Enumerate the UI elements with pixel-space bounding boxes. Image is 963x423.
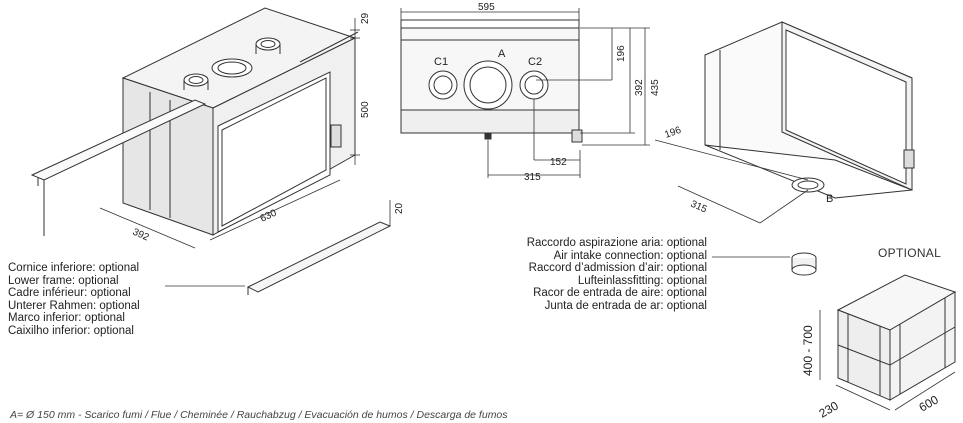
dim-196-right: 196 bbox=[663, 125, 683, 141]
dim-196-front: 196 bbox=[616, 45, 627, 62]
lower-frame-line: Cornice inferiore: optional bbox=[8, 262, 140, 274]
label-b: B bbox=[826, 193, 833, 205]
dim-595: 595 bbox=[478, 2, 495, 13]
dim-20: 20 bbox=[394, 202, 405, 214]
air-intake-line: Raccordo aspirazione aria: optional bbox=[526, 237, 707, 249]
dim-315-right: 315 bbox=[689, 199, 709, 216]
dim-600: 600 bbox=[917, 392, 942, 414]
dim-500: 500 bbox=[360, 101, 371, 118]
air-intake-fitting bbox=[712, 252, 817, 276]
label-c1: C1 bbox=[434, 56, 448, 68]
dim-392-front: 392 bbox=[634, 79, 645, 96]
lower-frame-line: Caixilho inferior: optional bbox=[8, 324, 134, 337]
lower-frame-line: Cadre inférieur: optional bbox=[8, 287, 131, 300]
lower-frame-rail bbox=[246, 200, 392, 295]
lower-frame-caption: Cornice inferiore: optional Lower frame:… bbox=[8, 262, 140, 338]
dimension-lines-left bbox=[99, 18, 360, 249]
dimension-lines-front bbox=[400, 8, 650, 178]
air-intake-line: Air intake connection: optional bbox=[553, 249, 707, 262]
dim-152: 152 bbox=[550, 157, 567, 168]
air-intake-line: Lufteinlassfitting: optional bbox=[577, 274, 707, 287]
footer-note: A= Ø 150 mm - Scarico fumi / Flue / Chem… bbox=[10, 409, 508, 421]
air-intake-line: Racor de entrada de aire: optional bbox=[533, 287, 707, 300]
label-c2: C2 bbox=[528, 56, 542, 68]
optional-stand bbox=[819, 274, 957, 411]
label-a: A bbox=[498, 48, 506, 60]
dim-400-700: 400 - 700 bbox=[801, 325, 815, 376]
lower-frame-line: Marco inferior: optional bbox=[8, 312, 125, 325]
optional-title: OPTIONAL bbox=[878, 246, 942, 260]
air-intake-line: Junta de entrada de ar: optional bbox=[544, 299, 707, 312]
dim-29: 29 bbox=[360, 12, 371, 24]
dimension-lines-right bbox=[654, 139, 809, 224]
fireplace-isometric-left bbox=[30, 7, 359, 236]
air-intake-caption: Raccordo aspirazione aria: optional Air … bbox=[495, 237, 707, 313]
fireplace-front-view bbox=[400, 19, 583, 143]
dim-392-left: 392 bbox=[131, 227, 151, 244]
dim-230: 230 bbox=[817, 398, 842, 420]
dim-315-front: 315 bbox=[524, 172, 541, 183]
dim-435: 435 bbox=[650, 79, 661, 96]
air-intake-line: Raccord d’admission d’air: optional bbox=[528, 262, 707, 275]
lower-frame-line: Unterer Rahmen: optional bbox=[8, 299, 140, 312]
lower-frame-line: Lower frame: optional bbox=[8, 274, 119, 287]
fireplace-isometric-right bbox=[704, 21, 915, 199]
